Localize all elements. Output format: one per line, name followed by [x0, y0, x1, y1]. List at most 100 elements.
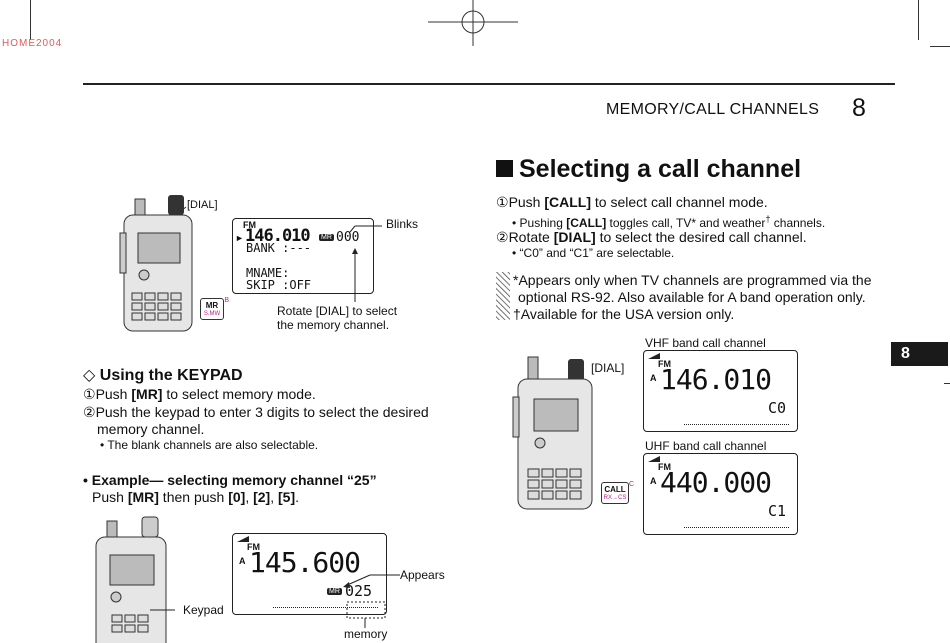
appears-label: Appears [400, 568, 445, 582]
call-key-bottom: RX→CS [603, 495, 627, 501]
lcd-fm: FM [658, 359, 671, 369]
example-text: . [295, 489, 300, 505]
keypad-step-2-cont: memory channel. [97, 421, 205, 437]
callout-lines-1 [349, 225, 382, 302]
step-key: [MR] [131, 386, 163, 402]
keypad-callout-label: Keypad [183, 603, 224, 617]
registration-mark [428, 0, 518, 46]
lcd-mr-badge: MR [319, 234, 334, 241]
note-hatch-icon [496, 272, 510, 320]
lcd-scale [684, 524, 789, 528]
lcd-display-1: FM ► 146.010 MR 000 BANK :--- MNAME: SKI… [232, 218, 374, 294]
lcd-band-a: A [650, 373, 657, 383]
call-step-1-bullet: • Pushing [CALL] toggles call, TV* and w… [512, 212, 825, 231]
step-text: to select the desired call channel. [595, 229, 807, 245]
step-number: ① [83, 386, 96, 402]
diamond-icon: ◇ [83, 367, 96, 384]
call-section-title: Selecting a call channel [496, 155, 801, 184]
side-tab-label: 8 [901, 345, 910, 362]
lcd-vhf: FM A 146.010 C0 [643, 350, 798, 432]
step-text: Push [508, 194, 545, 210]
call-step-2-bullet: • “C0” and “C1” are selectable. [512, 246, 675, 260]
step-number: ① [496, 194, 509, 210]
lcd-uhf: FM A 440.000 C1 [643, 453, 798, 535]
mr-key-top: MR [205, 301, 219, 310]
radio-illustration-1 [119, 195, 193, 332]
example-key: [2] [253, 489, 271, 505]
example-key: [5] [278, 489, 296, 505]
call-key-top: CALL [604, 485, 626, 494]
lcd-scale [684, 421, 789, 425]
crop-mark-right-h [930, 46, 950, 47]
chapter-number: 8 [852, 94, 866, 122]
bullet-text: toggles call, TV* and weather [606, 216, 766, 230]
lcd-fm: FM [247, 542, 260, 552]
lcd-bank: BANK :--- [246, 241, 312, 255]
lcd-band-a: A [239, 556, 246, 566]
example-body: Push [MR] then push [0], [2], [5]. [92, 489, 299, 506]
radio-illustration-2 [95, 516, 175, 643]
square-bullet-icon [496, 160, 513, 177]
blinks-label: Blinks [386, 217, 419, 231]
step-text: to select memory mode. [162, 386, 316, 402]
example-key: [0] [228, 489, 246, 505]
call-key-corner: C [628, 481, 634, 488]
bullet-text: channels. [770, 216, 826, 230]
callout-lines-2 [343, 574, 400, 628]
step-number: ② [496, 229, 509, 245]
lcd-channel: C1 [768, 502, 787, 520]
lcd-channel: C0 [768, 399, 787, 417]
keypad-step-2: ②Push the keypad to enter 3 digits to se… [83, 404, 457, 421]
vhf-label: VHF band call channel [645, 336, 766, 350]
step-text: to select call channel mode. [591, 194, 768, 210]
example-text: Push [92, 489, 128, 505]
call-title-text: Selecting a call channel [519, 155, 802, 183]
crop-mark-left [30, 0, 31, 40]
lcd-band-a: A [650, 476, 657, 486]
mr-key-1: MR S.MW B [200, 297, 229, 320]
lcd-signal-icon [648, 353, 660, 359]
uhf-label: UHF band call channel [645, 439, 767, 453]
keypad-section-title: ◇ Using the KEYPAD [83, 365, 243, 385]
call-key: CALL RX→CS C [601, 481, 634, 504]
corner-code: HOME2004 [2, 38, 63, 49]
example-text: , [245, 489, 254, 505]
keypad-title-text: Using the KEYPAD [99, 367, 243, 384]
memory-label: memory [344, 627, 388, 641]
bullet-text: • Pushing [512, 216, 567, 230]
lcd-frequency: 440.000 [660, 466, 772, 499]
note-tv: *Appears only when TV channels are progr… [513, 272, 872, 288]
step-number: ② [83, 404, 96, 420]
lcd-display-2: FM A 145.600 MR 025 [232, 533, 387, 615]
lcd-arrow: ► [235, 233, 244, 243]
lcd-signal-icon [648, 456, 660, 462]
keypad-step-1: ①Push [MR] to select memory mode. [83, 386, 316, 403]
rotate-note-line1: Rotate [DIAL] to select [277, 304, 398, 318]
mr-key-bottom: S.MW [203, 311, 221, 317]
lcd-fm: FM [243, 220, 256, 230]
lcd-frequency: 145.600 [249, 546, 361, 579]
note-tv-cont: optional RS-92. Also available for A ban… [518, 289, 866, 305]
radio-illustration-3 [512, 356, 593, 510]
header-title: MEMORY/CALL CHANNELS [606, 101, 820, 118]
dial-label-1: [DIAL] [187, 199, 218, 211]
lcd-signal-icon [237, 536, 249, 542]
dial-label-3: [DIAL] [591, 361, 625, 375]
step-text: Rotate [508, 229, 554, 245]
call-step-2: ②Rotate [DIAL] to select the desired cal… [496, 229, 807, 246]
lcd-skip: SKIP :OFF [246, 278, 312, 292]
side-tab: 8 [891, 342, 948, 366]
dagger: † [765, 214, 771, 224]
crop-mark-right [918, 0, 919, 40]
header-rule [83, 83, 895, 85]
rotate-note-line2: the memory channel. [277, 318, 390, 332]
lcd-mr-badge: MR [327, 588, 342, 595]
mr-key-corner: B [224, 297, 229, 304]
lcd-scale [273, 604, 378, 608]
lcd-frequency: 146.010 [245, 226, 311, 246]
step-key: [DIAL] [553, 229, 596, 245]
example-text: then push [158, 489, 229, 505]
example-key: [MR] [127, 489, 159, 505]
step-text: Push [95, 386, 132, 402]
side-tick [944, 383, 950, 384]
